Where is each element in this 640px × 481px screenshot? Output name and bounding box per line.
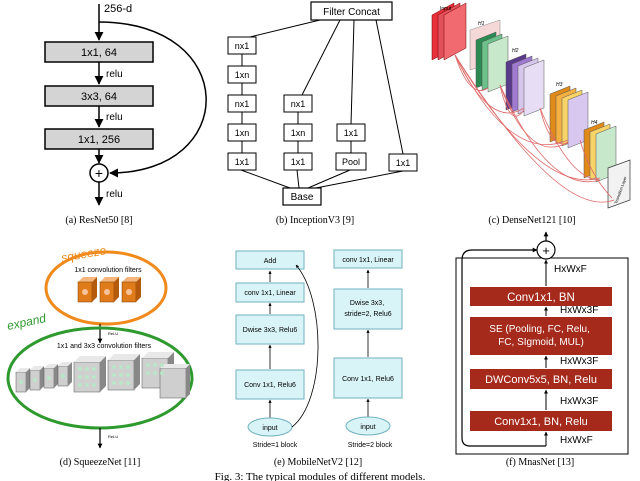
densenet-transition-block [607,159,631,209]
mobilenet-left-block [235,369,305,400]
inception-filter-concat-label: Filter Concat [323,7,380,18]
densenet-caption: (c) DenseNet121 [10] [488,215,575,226]
mnasnet-block-label: Conv1x1, BN, Relu [494,416,588,428]
mobilenet-left-label: Add [264,258,277,265]
resnet-caption: (a) ResNet50 [8] [65,215,132,226]
squeezenet-caption: (d) SqueezeNet [11] [60,457,141,468]
inception-b2-layer: 1x1 [291,157,306,167]
squeeze-filter-label: 1x1 convolution filters [74,267,142,274]
mobilenet-caption: (e) MobileNetV2 [12] [274,457,362,468]
mnasnet-block-label: DWConv5x5, BN, Relu [485,374,597,386]
inception-b2-layer: 1xn [291,128,306,138]
mobilenet-left-label: Dwise 3x3, Relu6 [243,327,298,334]
inception-b1-layer: 1x1 [235,157,250,167]
inception-b1-layer: nx1 [235,99,250,109]
mnasnet-se-line1: SE (Pooling, FC, Relu, [489,324,590,335]
expand-label: expand [6,311,48,333]
squeeze-filters [77,277,141,303]
densenet-h-label: H4 [591,120,598,126]
figure-caption: Fig. 3: The typical modules of different… [215,471,426,481]
inception-caption: (b) InceptionV3 [9] [276,215,354,226]
mobilenet-left-stride-label: Stride=1 block [253,442,298,449]
resnet-relu-label: relu [106,69,123,80]
mnasnet-shape-label: HxWx3F [560,356,598,367]
mnasnet-block [470,369,612,389]
inception-b1-layer: nx1 [235,41,250,51]
resnet-layer-label: 1x1, 64 [81,47,117,59]
densenet-h-label: H1 [478,21,485,27]
expand-filter-label: 1x1 and 3x3 convolution filters [57,343,152,350]
inception-b1-layer: 1xn [235,70,250,80]
mnasnet-shape-label: HxWxF [560,435,593,446]
mobilenet-left-block [235,282,305,303]
resnet-panel: 256-d 1x1, 64 relu 3x3, 64 relu 1x1, 256… [44,3,207,226]
inception-base-label: Base [291,192,314,203]
mobilenet-right-label: conv 1x1, Linear [342,257,394,264]
resnet-skip-connection [98,21,207,178]
densenet-dense-connections [454,54,615,203]
mobilenet-left-block [235,250,305,270]
mnasnet-block-label: SE (Pooling, FC, Relu, FC, SIgmoid, MUL) [489,324,592,348]
mnasnet-se-line2: FC, SIgmoid, MUL) [498,337,584,348]
squeeze-ellipse [44,250,168,326]
mobilenet-right-block [333,288,403,330]
resnet-relu-label: relu [106,112,123,123]
resnet-layer-label: 1x1, 256 [78,134,120,146]
mobilenet-panel: Add conv 1x1, Linear Dwise 3x3, Relu6 Co… [235,249,403,468]
mnasnet-panel: + HxWxF Conv1x1, BN HxWx3F SE (Pooling, … [455,231,629,468]
mnasnet-block [470,287,612,306]
mobilenet-right-label-line1: Dwise 3x3, [350,300,384,307]
mobilenet-right-input [345,416,391,436]
resnet-add-symbol: + [95,165,103,181]
densenet-input-label: Input [440,6,452,12]
densenet-panel: Input Transition Layer H1 H2 H3 H4 [431,2,631,226]
mnasnet-block-label: Conv1x1, BN [507,292,575,304]
mobilenet-right-block [333,357,403,399]
mobilenet-left-input-label: input [262,425,277,432]
inception-b1-layer: 1xn [235,128,250,138]
mnasnet-block [470,411,612,431]
mobilenet-left-block [235,314,305,345]
inception-filter-concat-box [310,1,393,21]
mobilenet-right-block [333,249,403,269]
inception-b2-layer: nx1 [291,99,306,109]
densenet-h-label: H3 [556,82,563,88]
resnet-relu-label: relu [106,189,123,200]
mobilenet-right-label: Dwise 3x3, stride=2, Relu6 [344,300,391,318]
expand-filters [15,352,190,399]
mobilenet-left-label: Conv 1x1, Relu6 [244,382,296,389]
inception-base-box [282,187,322,206]
mnasnet-shape-label: HxWx3F [560,305,598,316]
mnasnet-add-symbol: + [542,243,550,258]
inception-b4-layer: 1x1 [396,158,411,168]
mobilenet-right-stride-label: Stride=2 block [348,442,393,449]
mobilenet-right-input-label: input [360,424,375,431]
mnasnet-residual [461,247,546,447]
inception-b3-layer: Pool [342,157,360,167]
squeezenet-panel: squeeze 1x1 convolution filters ReLU exp… [6,243,194,468]
resnet-input-label: 256-d [104,3,132,15]
densenet-h-label: H2 [512,48,519,54]
mobilenet-residual [291,264,319,428]
mobilenet-right-label-line2: stride=2, Relu6 [344,311,391,318]
inception-panel: Filter Concat Base 1x1 1xn nx1 1xn nx1 1… [227,1,418,226]
squeeze-relu-label: ReLU [108,331,118,336]
resnet-layer-label: 3x3, 64 [81,91,117,103]
mnasnet-block [470,317,612,355]
mobilenet-left-label: conv 1x1, Linear [244,290,296,297]
expand-relu-label: ReLU [108,434,118,439]
mnasnet-shape-label: HxWx3F [560,396,598,407]
mnasnet-shape-label: HxWxF [554,264,587,275]
mobilenet-right-label: Conv 1x1, Relu6 [342,376,394,383]
inception-b3-layer: 1x1 [344,128,359,138]
mnasnet-caption: (f) MnasNet [13] [506,457,574,468]
